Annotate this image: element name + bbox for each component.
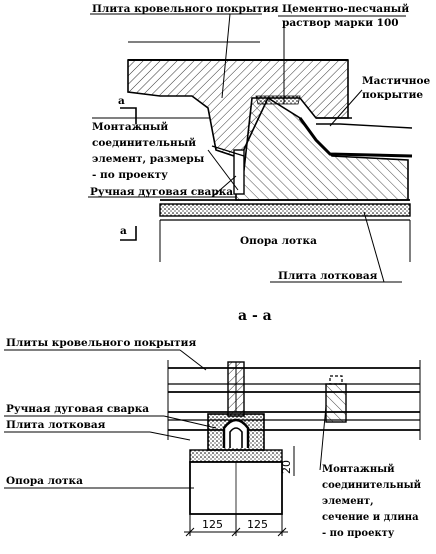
cut-marker-top (120, 107, 137, 124)
mount-loop (222, 418, 250, 448)
mortar-label-2: раствор марки 100 (282, 17, 399, 29)
mount-element-side (325, 383, 347, 423)
welding-label-top: Ручная дуговая сварка (90, 186, 233, 198)
top-section: а а Плита кровельного покрытия Цементно-… (88, 3, 430, 283)
roof-slabs-label: Плиты кровельного покрытия (6, 337, 196, 349)
cut-mark-label-top: а (118, 95, 125, 107)
side-mount-label-3: элемент, (322, 496, 374, 507)
mount-label-4: - по проекту (92, 169, 168, 181)
support-beam-top (159, 203, 411, 217)
section-title: а - а (238, 308, 272, 324)
mastic-label-2: покрытие (362, 89, 423, 101)
mount-label-2: соединительный (92, 137, 196, 149)
mortar-layer (255, 95, 301, 105)
support-block (189, 449, 283, 463)
mastic-coating (298, 117, 413, 158)
side-mount-label-4: сечение и длина (322, 512, 419, 523)
dim-right: 125 (247, 518, 268, 531)
dim-gap: 20 (280, 460, 293, 474)
mount-label-3: элемент, размеры (92, 153, 205, 165)
side-mount-label-1: Монтажный (322, 464, 395, 475)
mount-label-1: Монтажный (92, 121, 168, 133)
side-mount-label-2: соединительный (322, 480, 422, 491)
cut-marker-bottom (120, 226, 137, 241)
support-label-top: Опора лотка (240, 235, 317, 247)
mount-element-top (233, 149, 245, 195)
mastic-label-1: Мастичное (362, 75, 430, 87)
tray-slab-label-bottom: Плита лотковая (6, 419, 106, 431)
tray-slab-label-top: Плита лотковая (278, 270, 378, 282)
roof-slab-label: Плита кровельного покрытия (92, 3, 279, 15)
side-mount-label-5: - по проекту (322, 528, 395, 539)
cut-mark-label-bottom: а (120, 225, 127, 237)
support-label-bottom: Опора лотка (6, 475, 83, 487)
bottom-section: а - а 20 125 (4, 308, 422, 539)
welding-label-bottom: Ручная дуговая сварка (6, 403, 149, 415)
dim-left: 125 (202, 518, 223, 531)
mortar-label-1: Цементно-песчаный (282, 3, 409, 15)
